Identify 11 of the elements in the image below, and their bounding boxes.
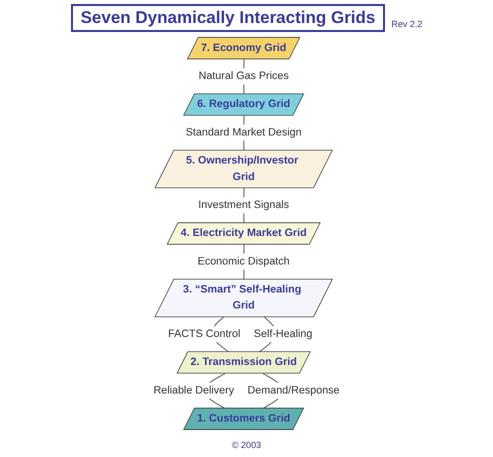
edge-label: Demand/Response — [248, 384, 340, 396]
edge-label: Investment Signals — [198, 199, 290, 211]
edge-label: FACTS Control — [168, 328, 240, 340]
revision-note: Rev 2.2 — [391, 19, 422, 29]
edge-label: Standard Market Design — [186, 126, 302, 138]
edge-label: Reliable Delivery — [153, 384, 234, 396]
edge-label: Self-Healing — [254, 328, 312, 340]
edge-label: Natural Gas Prices — [198, 70, 289, 82]
edge-label: Economic Dispatch — [198, 256, 290, 268]
copyright-note: © 2003 — [232, 440, 262, 450]
title: Seven Dynamically Interacting Grids — [70, 4, 386, 32]
